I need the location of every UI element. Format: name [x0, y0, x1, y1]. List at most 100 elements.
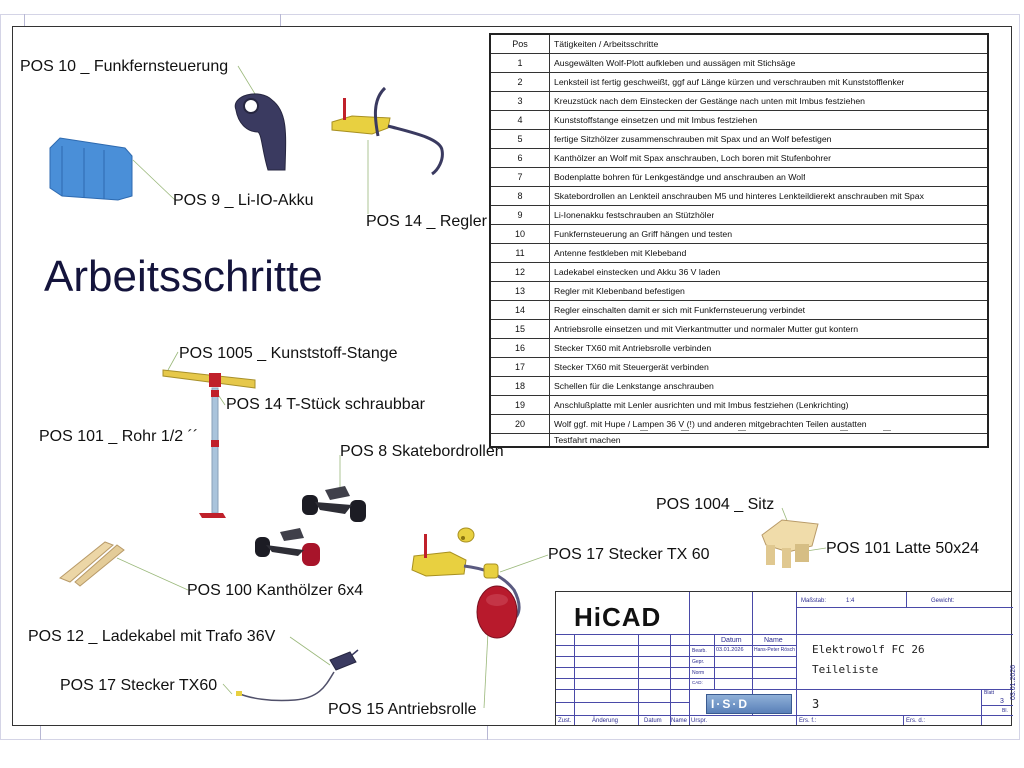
step-task: Testfahrt machen [554, 435, 621, 445]
step-pos: 20 [491, 415, 550, 433]
table-row: 13 Regler mit Klebenband befestigen [491, 281, 987, 300]
seat [761, 519, 819, 568]
hicad-logo: HiCAD [574, 602, 662, 632]
step-task: Kunststoffstange einsetzen und mit Imbus… [554, 115, 758, 125]
step-task: Kreuzstück nach dem Einstecken der Gestä… [554, 96, 865, 106]
step-task: Skatebordrollen an Lenkteil anschrauben … [554, 191, 924, 201]
table-row: Testfahrt machen [491, 433, 987, 446]
label-pos15: POS 15 Antriebsrolle [328, 701, 477, 718]
drawing-title: Elektrowolf FC 26 [812, 643, 925, 656]
label-pos8: POS 8 Skatebordrollen [340, 443, 504, 460]
gepr-label: Gepr. [692, 659, 705, 665]
label-pos17-b: POS 17 Stecker TX 60 [548, 546, 710, 563]
battery-pack [49, 137, 133, 201]
step-pos: 8 [491, 187, 550, 205]
step-task: Ausgewälten Wolf-Plott aufkleben und aus… [554, 58, 796, 68]
table-row: 1 Ausgewälten Wolf-Plott aufkleben und au… [491, 53, 987, 72]
name-header: Name [764, 637, 783, 644]
step-pos: 18 [491, 377, 550, 395]
leader-line [167, 351, 179, 371]
table-row: 4 Kunststoffstange einsetzen und mit Imbu… [491, 110, 987, 129]
leader-line [483, 631, 489, 709]
label-pos1005: POS 1005 _ Kunststoff-Stange [179, 345, 398, 362]
header-pos: Pos [491, 35, 550, 53]
step-pos: 1 [491, 54, 550, 72]
name-label: Name [671, 718, 688, 724]
table-row: 20 Wolf ggf. mit Hupe / Lampen 36 V (!) u… [491, 414, 987, 433]
table-row: 16 Stecker TX60 mit Antriebsrolle verbind… [491, 338, 987, 357]
title-block: HiCAD I·S·D Maßstab: 1:4 Gewicht: Datum … [555, 591, 1013, 726]
sheet-outer-frame [0, 14, 1020, 740]
gewicht-label: Gewicht: [931, 598, 955, 604]
label-pos14-tstueck: POS 14 T-Stück schraubbar [226, 396, 425, 413]
dash-mark [640, 430, 648, 431]
frame-tick [280, 14, 281, 26]
label-pos12: POS 12 _ Ladekabel mit Trafo 36V [28, 628, 276, 645]
drawing-subtitle: Teileliste [812, 663, 879, 676]
step-task: Stecker TX60 mit Antriebsrolle verbinden [554, 343, 712, 353]
massstab-label: Maßstab: [801, 598, 827, 604]
skateboard-wheels [255, 486, 366, 566]
step-pos: 7 [491, 168, 550, 186]
step-pos: 14 [491, 301, 550, 319]
label-pos1004: POS 1004 _ Sitz [656, 496, 775, 513]
drawing-number: 3 [812, 697, 820, 711]
step-task: Lenksteil ist fertig geschweißt, ggf auf… [554, 77, 905, 87]
remote-control [234, 93, 287, 171]
dash-mark [840, 430, 848, 431]
step-pos: 2 [491, 73, 550, 91]
urspr-label: Urspr. [691, 718, 708, 724]
cad-label: CAD: [692, 680, 703, 685]
dash-mark [681, 430, 689, 431]
steering-column [162, 369, 256, 518]
leader-line [132, 159, 176, 201]
step-pos: 15 [491, 320, 550, 338]
table-row: 19 Anschlußplatte mit Lenler ausrichten u… [491, 395, 987, 414]
step-task: Stecker TX60 mit Steuergerät verbinden [554, 362, 709, 372]
step-pos: 19 [491, 396, 550, 414]
step-pos: 5 [491, 130, 550, 148]
step-pos: 13 [491, 282, 550, 300]
label-pos10: POS 10 _ Funkfernsteuerung [20, 58, 229, 75]
step-pos: 3 [491, 92, 550, 110]
wooden-beams [59, 541, 125, 587]
step-pos: 4 [491, 111, 550, 129]
step-pos: 16 [491, 339, 550, 357]
table-row: 8 Skatebordrollen an Lenkteil anschrauben… [491, 186, 987, 205]
frame-tick [40, 726, 41, 740]
charger-cable [236, 649, 359, 702]
frame-tick [487, 726, 488, 740]
bearb-label: Bearb. [692, 648, 707, 654]
step-task: Anschlußplatte mit Lenler ausrichten und… [554, 400, 849, 410]
table-row: 18 Schellen für die Lenkstange anschraube… [491, 376, 987, 395]
step-task: Wolf ggf. mit Hupe / Lampen 36 V (!) und… [554, 419, 867, 429]
massstab-value: 1:4 [846, 598, 855, 604]
step-task: Schellen für die Lenkstange anschrauben [554, 381, 714, 391]
step-task: Li-Ionenakku festschrauben an Stützhöler [554, 210, 715, 220]
side-date: 03.01.2026 [1010, 664, 1017, 700]
step-task: Bodenplatte bohren für Lenkgeständge und… [554, 172, 806, 182]
table-header-row: Pos Tätigkeiten / Arbeitsschritte [491, 35, 987, 53]
step-task: Regler mit Klebenband befestigen [554, 286, 685, 296]
aenderung-label: Änderung [592, 718, 619, 724]
table-row: 14 Regler einschalten damit er sich mit F… [491, 300, 987, 319]
bearb-name: Hans-Peter Rösch [754, 647, 795, 653]
drive-unit [411, 527, 521, 639]
page-title: Arbeitsschritte [44, 252, 323, 301]
norm-label: Norm [692, 670, 705, 676]
step-task: Regler einschalten damit er sich mit Fun… [554, 305, 806, 315]
leader-line [222, 683, 233, 695]
work-steps-table: Pos Tätigkeiten / Arbeitsschritte 1 Ausge… [489, 33, 989, 448]
step-task: Ladekabel einstecken und Akku 36 V laden [554, 267, 721, 277]
step-pos: 6 [491, 149, 550, 167]
ers-d-label: Ers. d.: [906, 718, 926, 724]
speed-controller [331, 86, 444, 176]
